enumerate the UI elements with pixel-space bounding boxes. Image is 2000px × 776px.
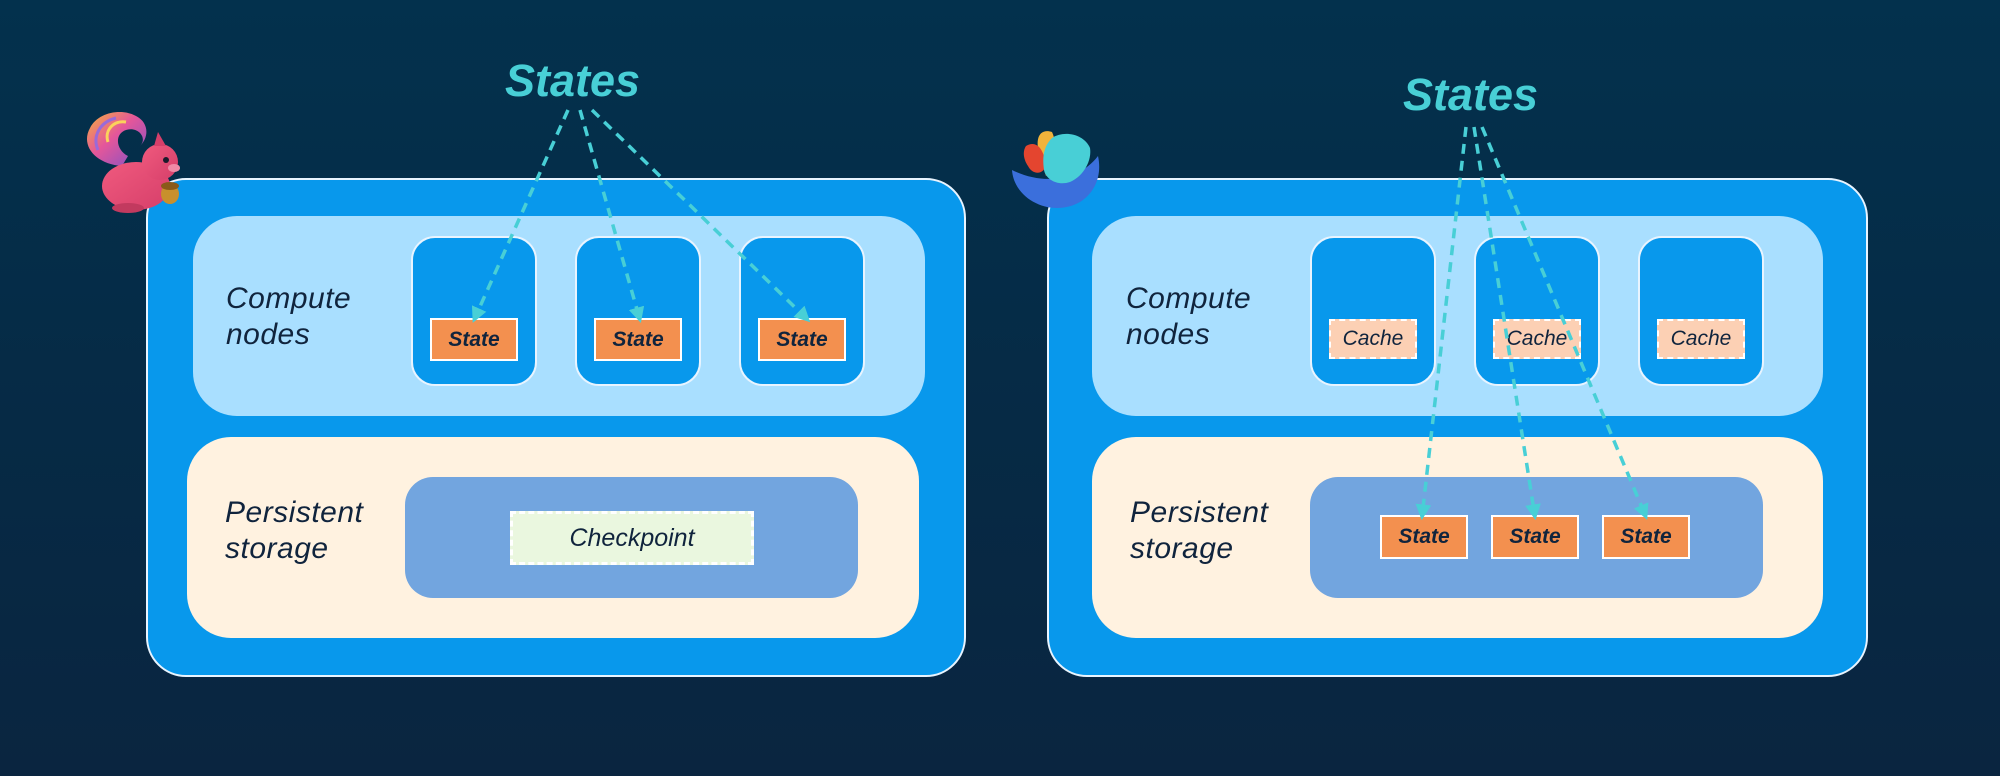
left-node-state-2: State xyxy=(594,318,682,361)
right-storage-label-line1: Persistent xyxy=(1130,496,1269,529)
right-storage-state-1: State xyxy=(1380,515,1468,559)
left-checkpoint: Checkpoint xyxy=(510,511,754,565)
left-node-state-1: State xyxy=(430,318,518,361)
left-compute-label-line1: Compute xyxy=(226,282,352,315)
left-storage-label-line1: Persistent xyxy=(225,496,364,529)
right-compute-node-3 xyxy=(1638,236,1764,386)
right-compute-node-1 xyxy=(1310,236,1436,386)
left-storage-label: Persistent storage xyxy=(225,495,363,567)
right-node-cache-2: Cache xyxy=(1493,319,1581,359)
left-states-title: States xyxy=(505,55,641,106)
squirrel-logo-icon xyxy=(86,112,180,213)
right-states-title: States xyxy=(1403,69,1539,120)
right-compute-node-2 xyxy=(1474,236,1600,386)
right-storage-label-line2: storage xyxy=(1130,532,1234,565)
right-storage-label: Persistent storage xyxy=(1130,495,1268,567)
left-compute-node-2 xyxy=(575,236,701,386)
left-compute-node-3 xyxy=(739,236,865,386)
right-storage-state-3: State xyxy=(1602,515,1690,559)
right-compute-label-line2: nodes xyxy=(1126,318,1211,351)
left-node-state-3: State xyxy=(758,318,846,361)
right-node-cache-3: Cache xyxy=(1657,319,1745,359)
right-node-cache-1: Cache xyxy=(1329,319,1417,359)
petals-logo-icon xyxy=(1012,131,1100,208)
right-compute-label-line1: Compute xyxy=(1126,282,1252,315)
left-compute-label: Compute nodes xyxy=(226,281,351,353)
left-compute-label-line2: nodes xyxy=(226,318,311,351)
left-compute-node-1 xyxy=(411,236,537,386)
right-compute-label: Compute nodes xyxy=(1126,281,1251,353)
left-storage-label-line2: storage xyxy=(225,532,329,565)
right-storage-state-2: State xyxy=(1491,515,1579,559)
